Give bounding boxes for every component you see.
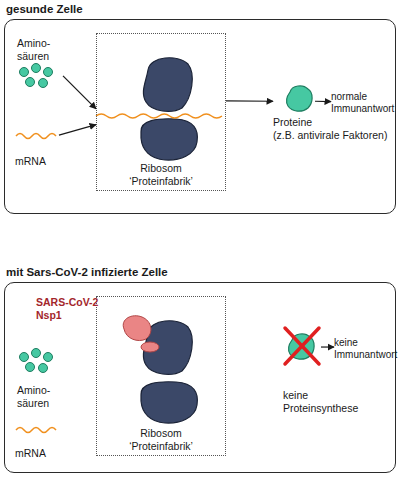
node-label: Ribosom ‘Proteinfabrik’ [121,427,201,452]
flow-arrow [315,101,331,103]
amino-acid [39,79,48,88]
large-subunit [141,119,197,160]
protein-group: Proteine(z.B. antivirale Faktoren) [273,85,315,141]
mrna-group: mRNA [15,425,59,459]
panel-title: mit Sars-CoV-2 infizierte Zelle [6,266,168,279]
virus-protein-label: SARS-CoV-2 Nsp1 [36,296,108,321]
amino-acid [44,68,53,77]
cross-line [285,328,319,364]
node-label: (z.B. antivirale Faktoren) [273,129,387,142]
amino-acid-group: Amino- säuren [17,349,63,409]
ribosome [141,58,197,160]
amino-acid [44,353,53,362]
flow-arrow [63,76,96,109]
flow-arrow [59,125,96,135]
small-subunit [143,58,192,112]
amino-acid [32,349,41,358]
mrna-strand [96,114,222,118]
immune-response: keine Immunantwort [334,335,396,363]
cell-panel: mit Sars-CoV-2 infizierte ZelleAmino- sä… [4,282,396,473]
node-label: Amino- säuren [17,384,63,409]
node-label: keine Immunantwort [334,337,397,361]
node-label: Proteine [273,116,312,129]
nsp1-protein [141,342,159,352]
ribosome-box: Ribosom ‘Proteinfabrik’ [96,33,226,191]
amino-acid [20,68,29,77]
node-label: Amino- säuren [17,37,63,62]
mrna-strand [16,428,56,433]
amino-acid [26,78,35,87]
ribosome [123,316,197,423]
immune-response: normale Immunantwort [331,89,393,117]
node-label: mRNA [15,155,46,168]
ribosome-box: Ribosom ‘Proteinfabrik’ [96,296,226,456]
node-label: Ribosom ‘Proteinfabrik’ [121,162,201,187]
blocked-protein-group: keine Proteinsynthese [283,324,321,414]
amino-acid [26,363,35,372]
amino-acid-group: Amino- säuren [17,37,63,91]
large-subunit [141,382,197,423]
cross-line [285,328,319,364]
node-label: normale Immunantwort [331,91,394,115]
cell-panel: gesunde ZelleAmino- säurenmRNARibosom ‘P… [4,19,396,214]
cross-mark [285,328,319,364]
flow-arrow [226,100,273,101]
amino-acids [20,64,53,88]
node-label: keine Proteinsynthese [283,389,358,414]
panel-title: gesunde Zelle [6,3,83,16]
amino-acid [20,353,29,362]
flow-arrow [321,346,334,347]
mrna-strand [16,134,56,139]
amino-acids [20,349,53,373]
node-label: mRNA [15,447,46,460]
protein-shape [287,86,313,111]
nsp1-protein [123,316,151,341]
mrna-group: mRNA [15,125,59,167]
amino-acid [39,364,48,373]
amino-acid [32,64,41,73]
